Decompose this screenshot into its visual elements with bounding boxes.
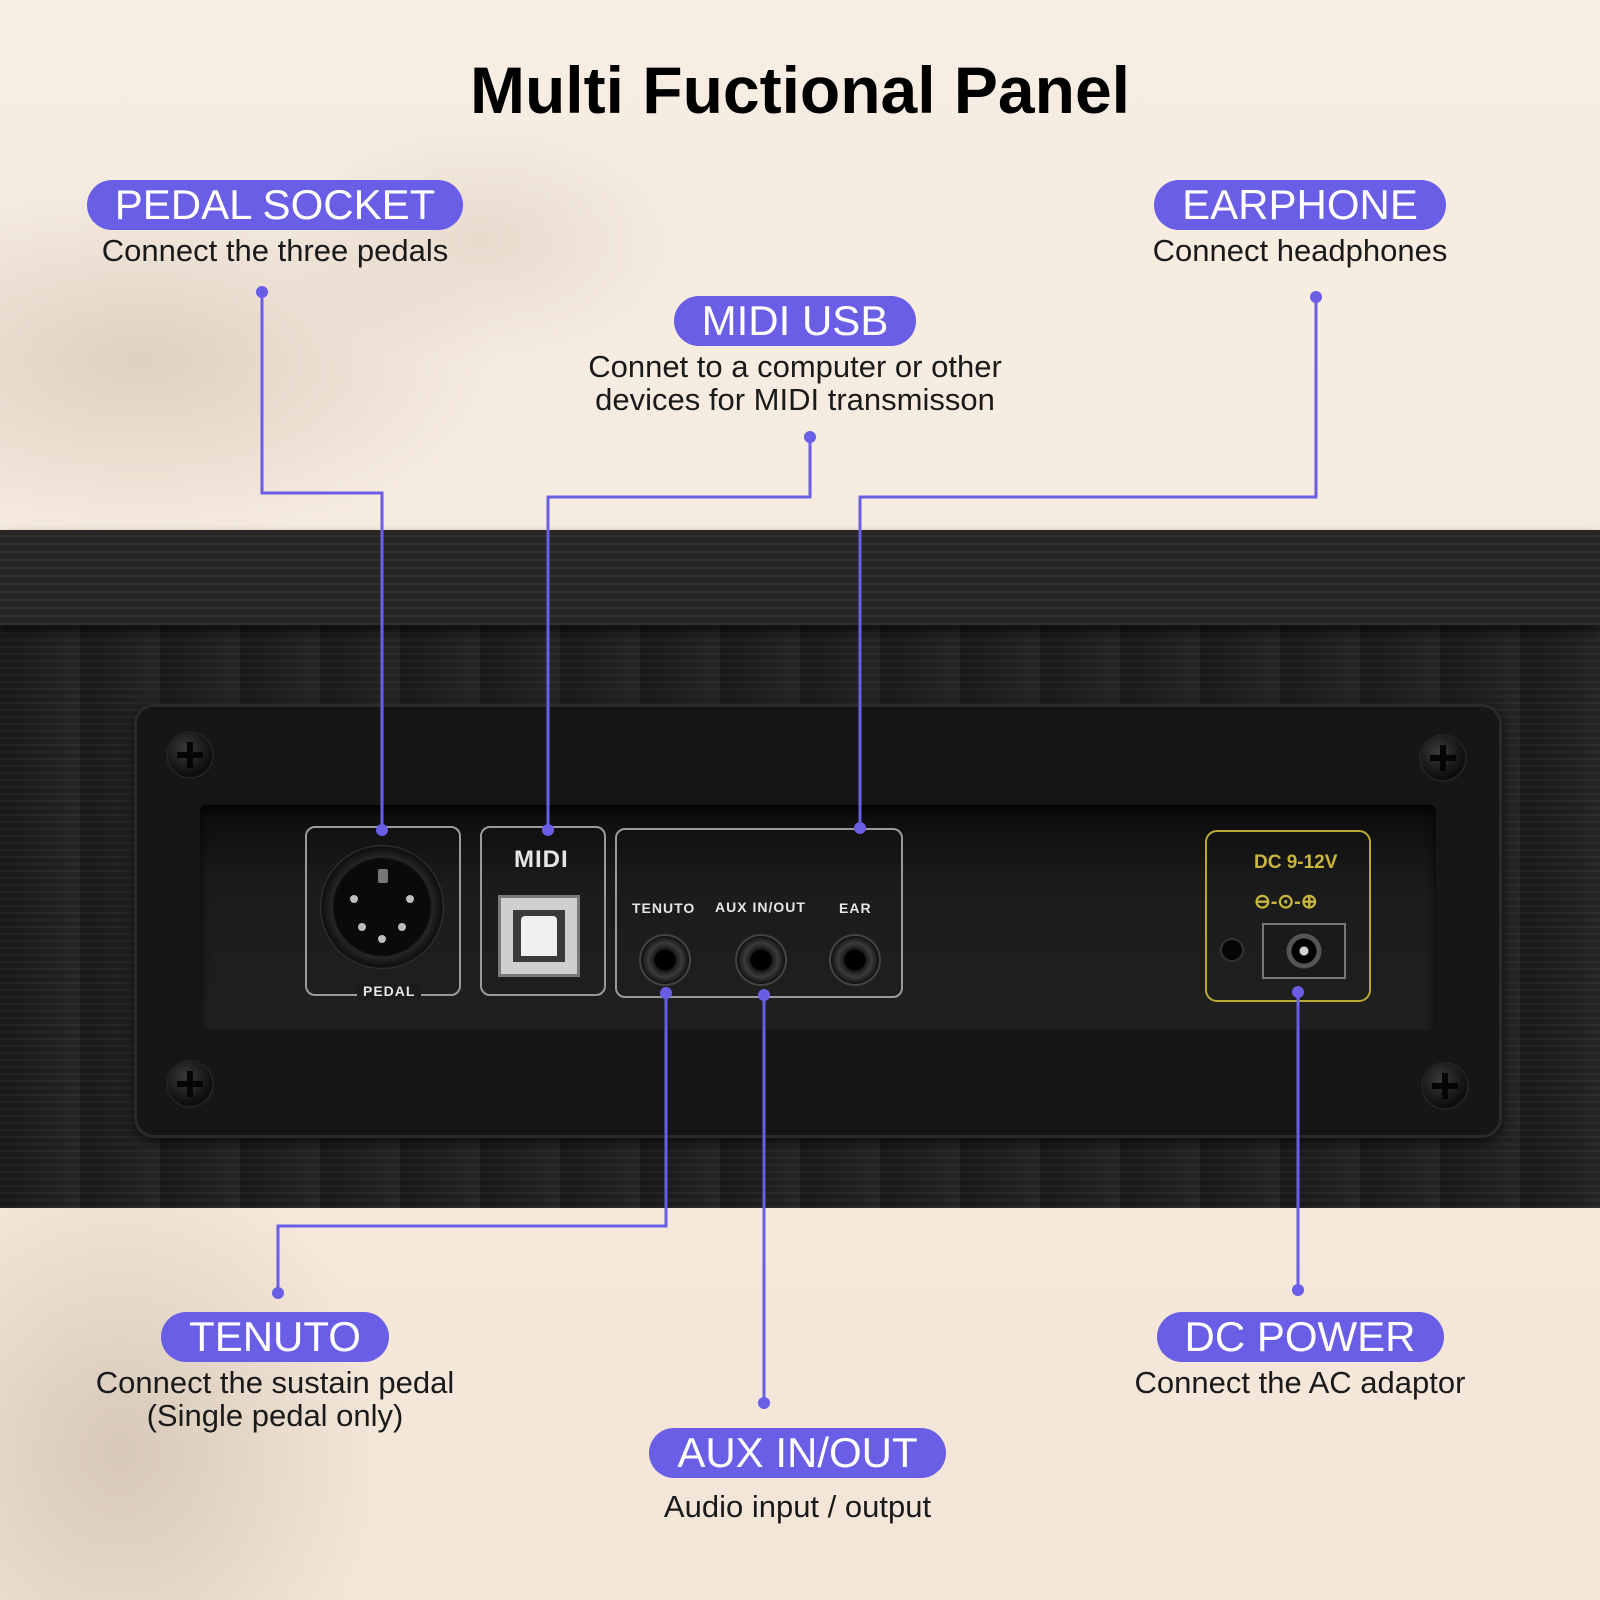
tenuto-desc-2: (Single pedal only)	[146, 1398, 404, 1433]
earphone-desc: Connect headphones	[1152, 233, 1448, 268]
aux-callout: AUX IN/OUT Audio input / output	[600, 1428, 995, 1523]
tenuto-pill: TENUTO	[161, 1312, 389, 1362]
pedal-socket-desc: Connect the three pedals	[101, 233, 449, 268]
pedal-connector	[260, 292, 384, 830]
tenuto-jack[interactable]	[641, 936, 689, 984]
ear-panel-label: EAR	[839, 900, 872, 916]
midi-label: MIDI	[514, 846, 569, 873]
dc-power-desc: Connect the AC adaptor	[1134, 1365, 1466, 1400]
earphone-connector	[858, 297, 1318, 828]
aux-panel-label: AUX IN/OUT	[715, 899, 806, 915]
dc-power-jack[interactable]	[1262, 923, 1346, 979]
screw-icon	[1423, 1064, 1467, 1108]
midi-usb-desc-2: devices for MIDI transmisson	[595, 382, 995, 417]
dc-power-callout: DC POWER Connect the AC adaptor	[1100, 1312, 1500, 1399]
midi-usb-pill: MIDI USB	[673, 296, 917, 346]
power-led	[1222, 940, 1242, 960]
screw-icon	[1421, 736, 1465, 780]
screw-icon	[168, 1062, 212, 1106]
tenuto-panel-label: TENUTO	[632, 900, 696, 916]
tenuto-callout: TENUTO Connect the sustain pedal (Single…	[60, 1312, 490, 1432]
pedal-socket-pill: PEDAL SOCKET	[86, 180, 464, 230]
earphone-pill: EARPHONE	[1154, 180, 1446, 230]
dc-voltage-label: DC 9-12V	[1254, 852, 1338, 873]
dc-polarity-icon: ⊖-⊙-⊕	[1254, 891, 1318, 913]
midi-connector	[546, 437, 812, 830]
dc-power-box	[1205, 830, 1371, 1002]
aux-desc: Audio input / output	[663, 1489, 932, 1524]
midi-usb-desc-1: Connet to a computer or other	[588, 349, 1002, 384]
earphone-callout: EARPHONE Connect headphones	[1120, 180, 1480, 267]
midi-usb-callout: MIDI USB Connet to a computer or other d…	[550, 296, 1040, 416]
pedal-socket-din[interactable]	[320, 845, 444, 969]
piano-lid	[0, 530, 1600, 625]
tenuto-desc-1: Connect the sustain pedal	[95, 1365, 455, 1400]
dc-power-pill: DC POWER	[1156, 1312, 1444, 1362]
ear-jack[interactable]	[831, 936, 879, 984]
pedal-label: PEDAL	[357, 983, 422, 999]
midi-usb-port[interactable]	[498, 895, 580, 977]
pedal-socket-callout: PEDAL SOCKET Connect the three pedals	[70, 180, 480, 267]
aux-jack[interactable]	[737, 936, 785, 984]
screw-icon	[168, 733, 212, 777]
aux-pill: AUX IN/OUT	[649, 1428, 946, 1478]
page-title: Multi Fuctional Panel	[469, 53, 1131, 127]
tenuto-connector	[276, 993, 668, 1293]
